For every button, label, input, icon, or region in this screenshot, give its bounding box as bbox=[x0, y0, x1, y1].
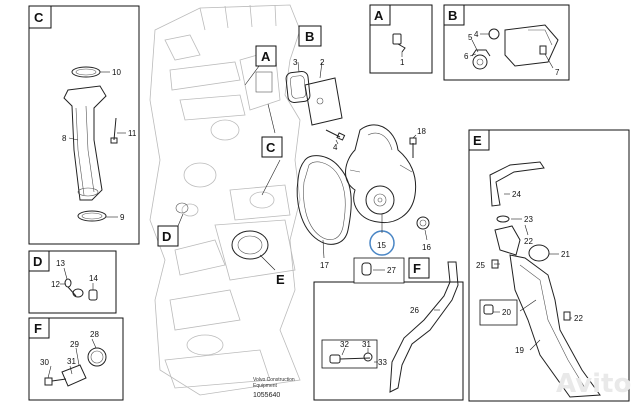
box-F-inner-letter: F bbox=[413, 261, 421, 276]
drawing-code: 1055640 bbox=[253, 392, 280, 399]
box-B-label-4: 4 bbox=[474, 30, 479, 39]
detail-box-F-inner: F 27 26 32 31 33 bbox=[313, 257, 464, 401]
detail-box-C: C 10 8 11 9 bbox=[28, 5, 140, 245]
engine-block bbox=[149, 4, 301, 396]
callout-C-upper: C bbox=[261, 136, 283, 158]
box-D-letter: D bbox=[33, 254, 42, 269]
bolt-4 bbox=[325, 129, 346, 141]
box-F-inner-label-26: 26 bbox=[410, 306, 419, 315]
label-15: 15 bbox=[377, 241, 386, 250]
footer-line-2: Equipment bbox=[253, 383, 278, 389]
water-pump-15 bbox=[345, 124, 417, 224]
cover-plate-2 bbox=[304, 77, 343, 126]
detail-box-B: B 5 6 4 7 bbox=[443, 4, 570, 81]
box-A-label-1: 1 bbox=[400, 58, 405, 67]
box-D-label-14: 14 bbox=[89, 274, 98, 283]
seal-16 bbox=[416, 216, 430, 230]
box-F-left-label-31: 31 bbox=[67, 357, 76, 366]
box-F-left-label-29: 29 bbox=[70, 340, 79, 349]
bolt-18 bbox=[409, 137, 417, 158]
box-A-letter: A bbox=[374, 8, 384, 23]
label-17: 17 bbox=[320, 261, 329, 270]
callout-B: B bbox=[298, 25, 322, 47]
callout-E: E bbox=[276, 272, 285, 287]
box-C-label-9: 9 bbox=[120, 213, 125, 222]
detail-box-D: D 13 12 14 bbox=[28, 250, 117, 314]
box-C-letter: C bbox=[34, 10, 44, 25]
detail-box-A: A 1 bbox=[369, 4, 433, 74]
box-D-label-12: 12 bbox=[51, 280, 60, 289]
box-E-label-22: 22 bbox=[524, 237, 533, 246]
watermark: Avito bbox=[556, 369, 631, 399]
box-F-left-label-30: 30 bbox=[40, 358, 49, 367]
box-E-label-20: 20 bbox=[502, 308, 511, 317]
box-E-label-25: 25 bbox=[476, 261, 485, 270]
box-F-inner-label-33: 33 bbox=[378, 358, 387, 367]
box-D-label-13: 13 bbox=[56, 259, 65, 268]
box-C-label-10: 10 bbox=[112, 68, 121, 77]
main-leader-lines bbox=[177, 61, 428, 271]
box-E-label-23: 23 bbox=[524, 215, 533, 224]
svg-text:B: B bbox=[305, 29, 314, 44]
box-C-label-8: 8 bbox=[62, 134, 67, 143]
box-E-label-22b: 22 bbox=[574, 314, 583, 323]
box-B-label-6: 6 bbox=[464, 52, 469, 61]
svg-text:D: D bbox=[162, 229, 171, 244]
box-F-inner-label-31: 31 bbox=[362, 340, 371, 349]
gasket-17 bbox=[296, 155, 352, 245]
label-16: 16 bbox=[422, 243, 431, 252]
box-F-inner-label-32: 32 bbox=[340, 340, 349, 349]
label-4: 4 bbox=[333, 143, 338, 152]
label-2: 2 bbox=[320, 58, 325, 67]
svg-text:C: C bbox=[266, 140, 276, 155]
detail-box-F-left: F 28 29 30 31 bbox=[28, 317, 124, 401]
box-B-label-7: 7 bbox=[555, 68, 560, 77]
box-F-inner-label-27: 27 bbox=[387, 266, 396, 275]
box-F-left-label-28: 28 bbox=[90, 330, 99, 339]
box-B-label-5: 5 bbox=[468, 33, 473, 42]
footer-line-1: Volvo Construction bbox=[253, 377, 295, 383]
detail-box-E: E 24 23 22 21 25 20 22 19 bbox=[468, 129, 630, 402]
box-B-letter: B bbox=[448, 8, 457, 23]
box-E-label-24: 24 bbox=[512, 190, 521, 199]
box-E-label-21: 21 bbox=[561, 250, 570, 259]
label-3: 3 bbox=[293, 58, 298, 67]
callout-A: A bbox=[255, 45, 277, 67]
svg-text:A: A bbox=[261, 49, 271, 64]
callout-D: D bbox=[157, 225, 179, 247]
box-E-label-19: 19 bbox=[515, 346, 524, 355]
box-F-left-letter: F bbox=[34, 321, 42, 336]
label-18: 18 bbox=[417, 127, 426, 136]
box-C-label-11: 11 bbox=[128, 129, 137, 138]
box-E-letter: E bbox=[473, 133, 482, 148]
gasket-3 bbox=[285, 71, 311, 103]
